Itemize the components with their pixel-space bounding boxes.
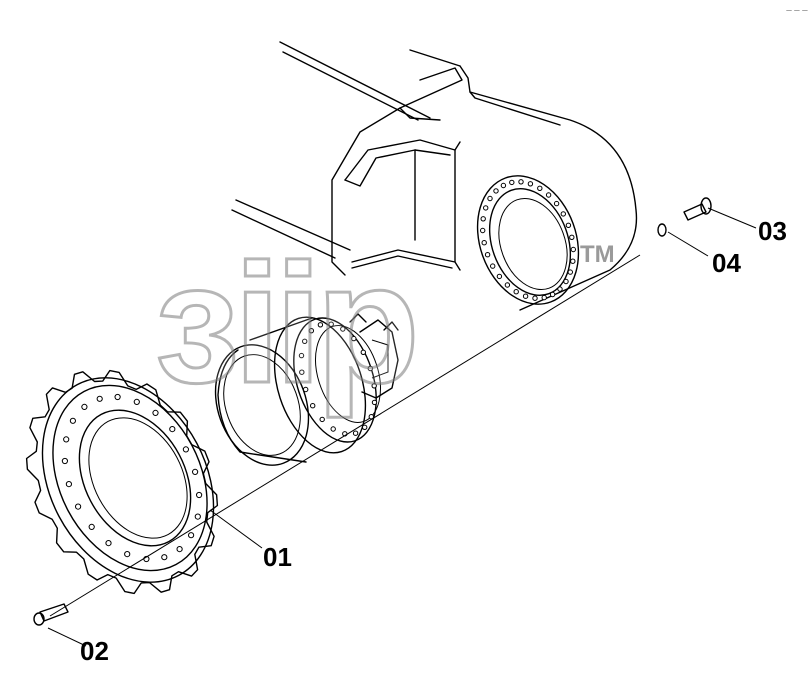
bolt-hole (504, 282, 511, 288)
bolt-hole (496, 273, 503, 280)
bolt-hole (500, 182, 507, 189)
bolt-hole (570, 258, 576, 264)
bolt-hole (569, 234, 575, 241)
bolt-hole (532, 295, 538, 301)
bolt-hole (522, 293, 529, 299)
bolt-hole (196, 491, 203, 499)
bolt-hole (493, 188, 499, 194)
bolt-hole (317, 322, 324, 328)
corner-mark: — — — (786, 7, 808, 14)
callout-04: 04 (712, 248, 741, 278)
bolt-hole (176, 546, 183, 553)
bolt-hole (483, 205, 489, 211)
bolt-part-02 (33, 603, 69, 626)
bolt-hole (124, 551, 131, 558)
trademark-mark: TM (580, 241, 615, 268)
bolt-hole (75, 503, 82, 510)
leader-02 (47, 627, 87, 647)
bolt-hole (319, 416, 325, 423)
bolt-hole (96, 395, 103, 402)
bolt-hole (553, 200, 560, 207)
bolt-hole (330, 426, 336, 432)
bolt-hole (563, 278, 569, 285)
bolt-hole (192, 468, 199, 475)
bolt-hole (537, 185, 543, 192)
track-frame (231, 41, 638, 311)
bolt-hole (527, 181, 534, 187)
bolt-hole (567, 269, 573, 275)
bolt-hole (114, 393, 121, 401)
frame-bolt-holes (480, 179, 576, 301)
sprocket (25, 369, 219, 595)
callout-01: 01 (263, 542, 292, 572)
bolt-hole (303, 386, 309, 393)
bolt-hole (298, 352, 305, 359)
bolt-hole (371, 399, 378, 406)
leader-01 (209, 509, 263, 549)
bolt-hole (371, 383, 377, 389)
bolt-hole (549, 291, 556, 298)
leader-04 (667, 231, 709, 257)
bolt-hole (152, 409, 159, 416)
bolt-hole (182, 446, 189, 453)
bolt-hole (308, 328, 314, 334)
bolt-hole (188, 532, 195, 539)
bolt-hole (310, 403, 316, 409)
bolt-hole (194, 513, 201, 520)
bolt-hole (545, 192, 552, 198)
sprocket-bolt-holes (61, 393, 203, 563)
bolt-hole (490, 263, 496, 269)
bolt-hole (367, 365, 373, 372)
bolt-hole (481, 240, 487, 246)
bolt-hole (65, 481, 73, 488)
bolt-hole (169, 426, 176, 433)
bolt-hole (328, 321, 334, 327)
bolt-hole (299, 369, 305, 375)
bolt-hole (133, 398, 140, 405)
bolt-hole (557, 286, 563, 292)
bolt-hole (340, 326, 346, 332)
watermark-logo: зіір (155, 229, 414, 419)
bolt-hole (161, 554, 168, 561)
bolt-part-03 (683, 197, 712, 221)
assembly-axis (49, 254, 641, 617)
bolt-hole (88, 523, 95, 531)
bolt-hole (487, 195, 493, 202)
bolt-hole (61, 457, 69, 465)
bolt-hole (480, 216, 486, 222)
washer-part-04 (657, 223, 667, 237)
bolt-hole (362, 424, 368, 430)
bolt-hole (513, 289, 519, 295)
callout-03: 03 (758, 216, 787, 246)
bolt-hole (63, 436, 70, 443)
bolt-hole (518, 179, 524, 185)
bolt-hole (570, 246, 576, 253)
bolt-hole (484, 252, 491, 258)
bolt-hole (351, 335, 357, 342)
bolt-hole (541, 294, 547, 301)
bolt-hole (480, 227, 486, 234)
bolt-hole (352, 430, 359, 436)
bolt-hole (69, 417, 77, 424)
callout-02: 02 (80, 636, 109, 666)
bolt-hole (105, 540, 112, 547)
bolt-hole (81, 403, 88, 410)
bolt-hole (565, 222, 572, 229)
bolt-hole (360, 349, 366, 355)
bolt-hole (509, 179, 515, 186)
leader-03 (707, 207, 757, 229)
bolt-hole (302, 338, 308, 344)
bolt-hole (560, 211, 566, 217)
